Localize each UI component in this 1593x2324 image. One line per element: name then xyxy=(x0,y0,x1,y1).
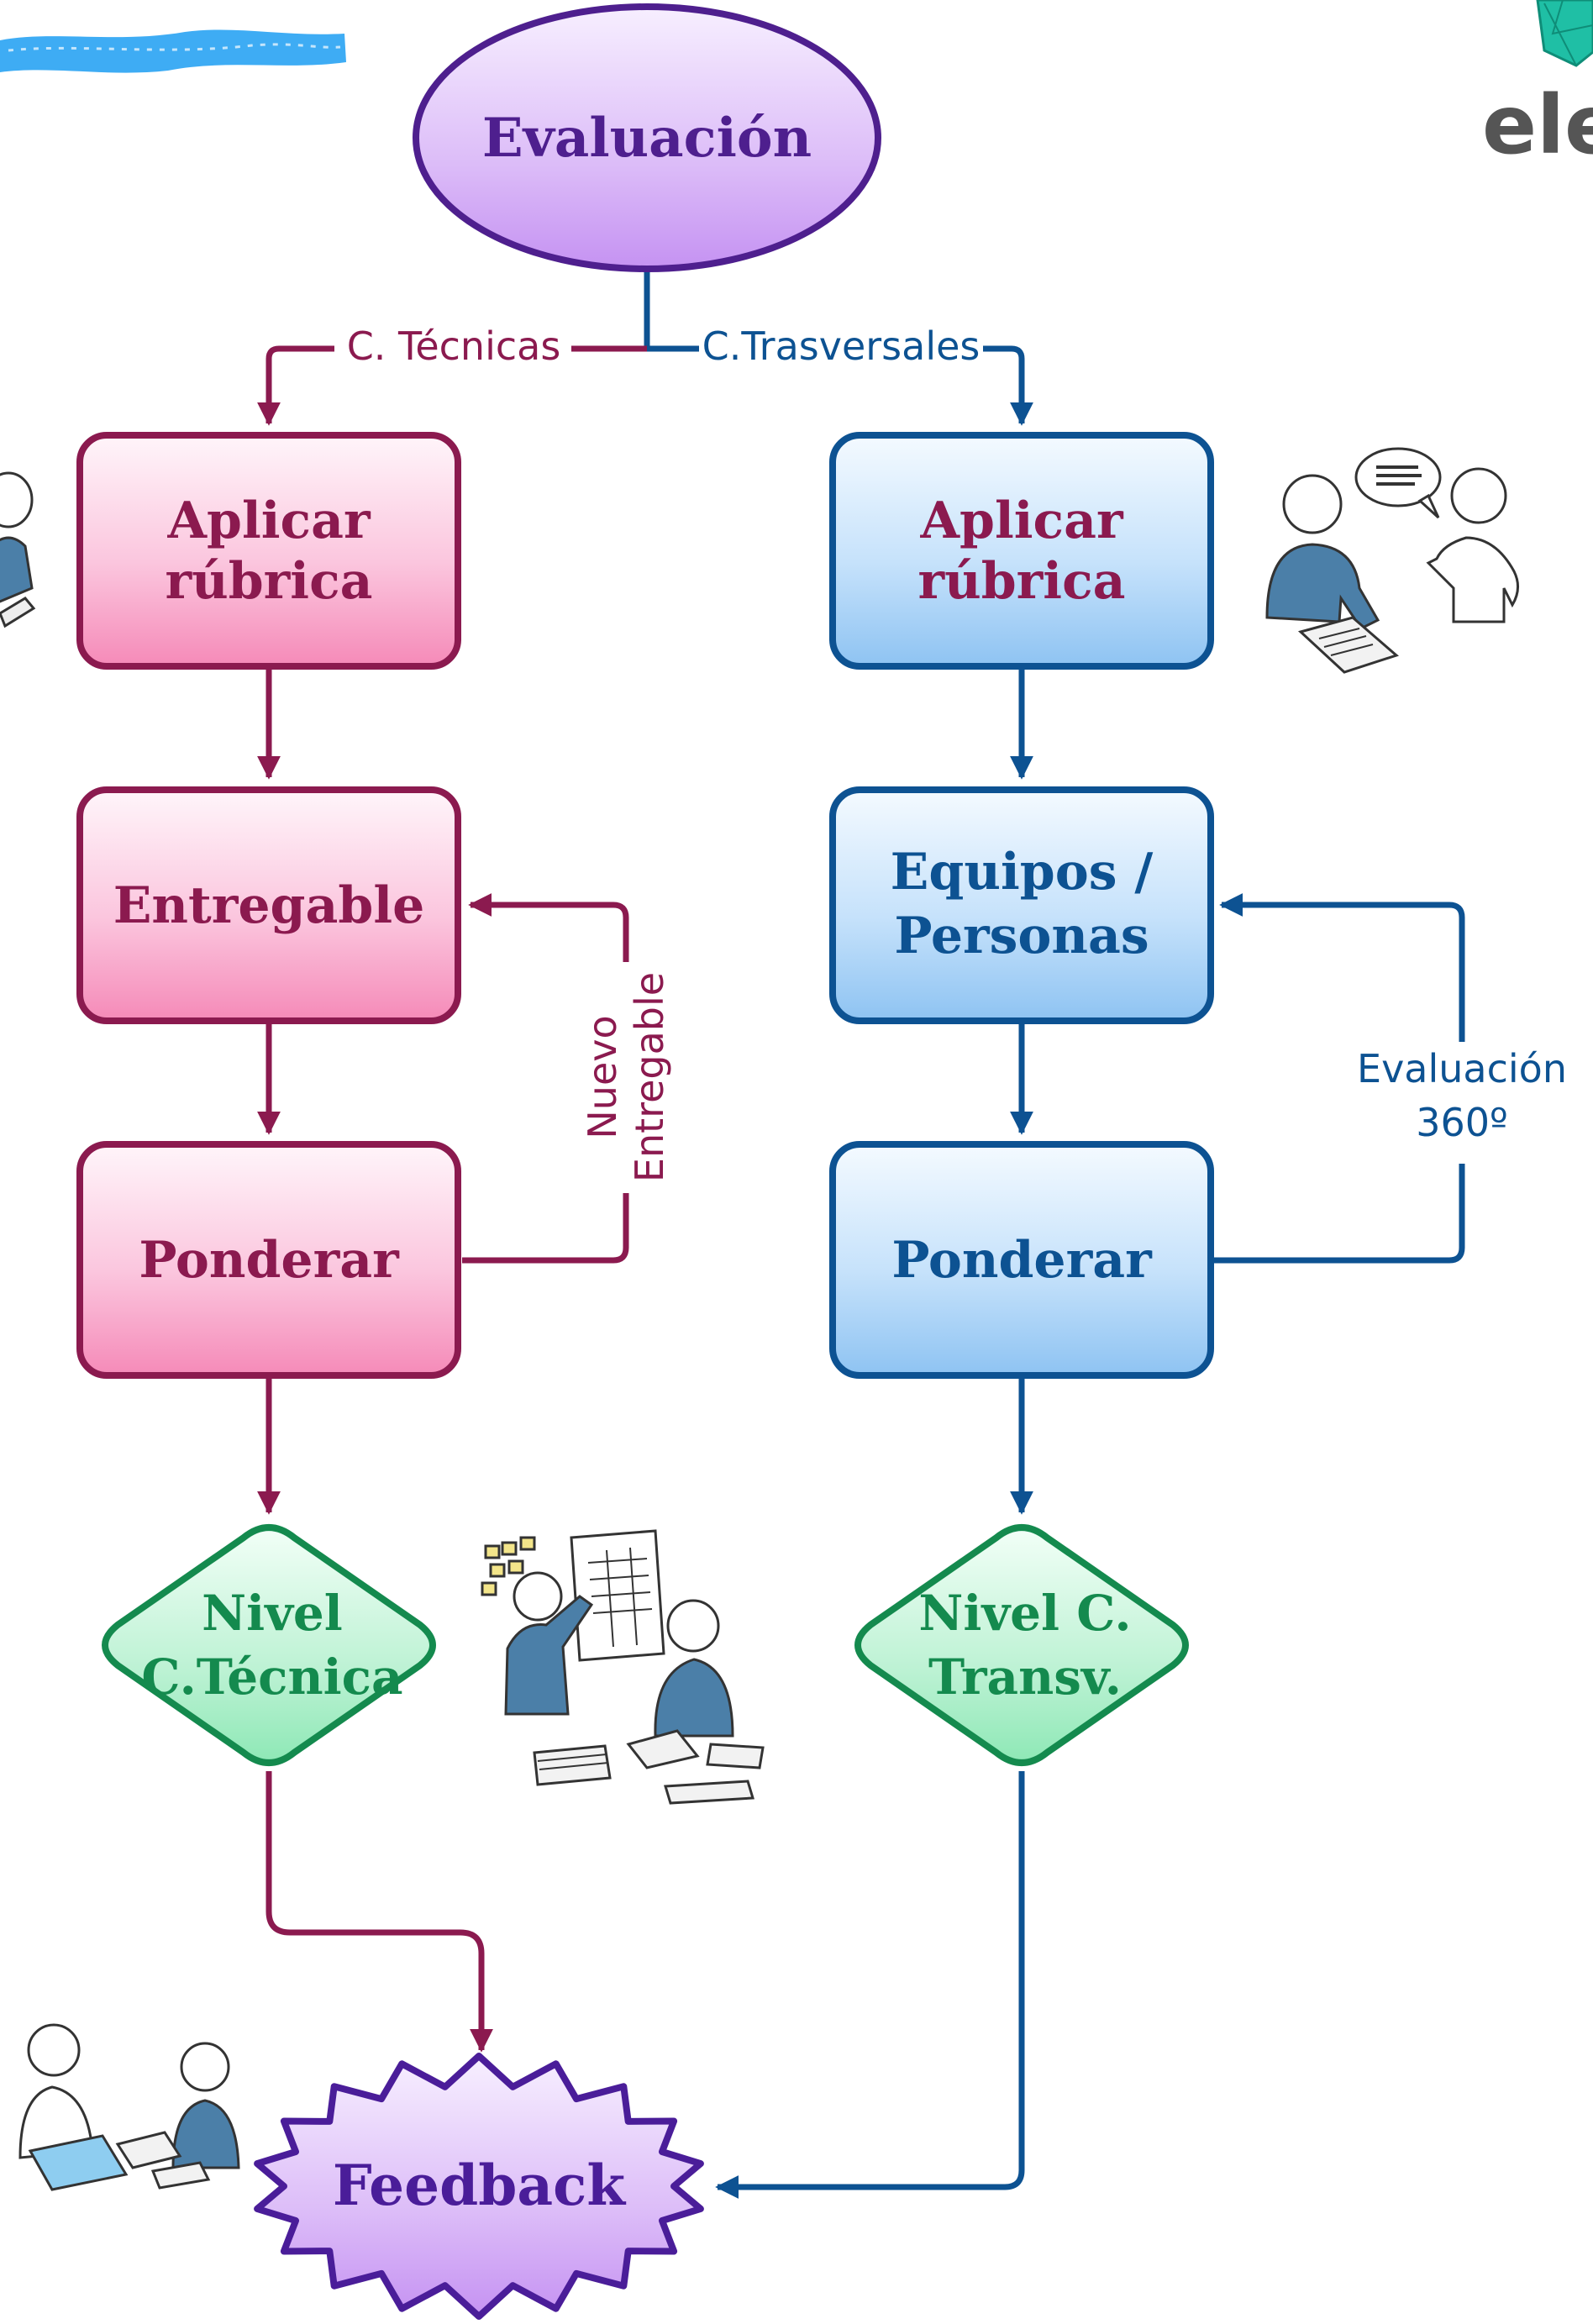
node-nivel-tra-label-2: Transv. xyxy=(928,1648,1122,1706)
node-tra-equipos-personas-shape xyxy=(829,786,1214,1024)
tablet-review-illustration-shape-6 xyxy=(115,2131,182,2169)
node-tec-aplicar-rubrica-shape xyxy=(76,432,461,670)
node-evaluacion: Evaluación xyxy=(413,3,881,272)
node-tra-rubrica-label: rúbrica xyxy=(917,552,1125,611)
node-tra-personas-label: Personas xyxy=(894,907,1149,965)
node-nivel-c-transv: Nivel C. Transv. xyxy=(854,1524,1189,1766)
node-tec-entregable: Entregable xyxy=(76,786,461,1024)
edge-label-360: 360º xyxy=(1416,1100,1507,1145)
people-discussion-illustration-shape-4 xyxy=(1318,628,1374,656)
people-discussion-illustration-shape-5 xyxy=(1450,467,1507,524)
node-nivel-tec-label-1: Nivel xyxy=(202,1585,343,1642)
node-tec-aplicar-rubrica: Aplicar rúbrica xyxy=(76,432,461,670)
tablet-review-illustration-shape-3 xyxy=(180,2042,230,2092)
logo-gem-facets xyxy=(1543,0,1593,66)
edge-label-nuevo: Nuevo xyxy=(580,1015,625,1138)
node-tra-ponderar-label: Ponderar xyxy=(891,1231,1153,1290)
edge-tecnicas xyxy=(269,345,647,423)
presentation-illustration-shape-3 xyxy=(519,1536,536,1551)
node-tra-aplicar-rubrica: Aplicar rúbrica xyxy=(829,432,1214,670)
node-tra-equipos-label: Equipos / xyxy=(891,843,1154,902)
node-nivel-tec-label-2: C.Técnica xyxy=(141,1648,402,1706)
person-illustration-left-edge-shape xyxy=(0,471,34,528)
edge-tec-nivel-feedback xyxy=(266,1771,493,2053)
presentation-illustration-shape-13 xyxy=(533,1744,612,1786)
tablet-review-illustration-shape xyxy=(27,2023,81,2077)
tablet-review-illustration xyxy=(18,2023,240,2191)
brush-stroke-decoration xyxy=(0,29,346,73)
edge-label-evaluacion: Evaluación xyxy=(1357,1046,1567,1091)
tablet-review-illustration-shape-4 xyxy=(171,2099,240,2169)
tablet-review-illustration-shape-5 xyxy=(28,2134,129,2191)
presentation-illustration-shape-15 xyxy=(626,1729,700,1769)
presentation-illustration-shape-14 xyxy=(537,1754,609,1770)
node-tec-ponderar: Ponderar xyxy=(76,1141,461,1379)
node-feedback-shape xyxy=(254,2053,704,2320)
node-tec-entregable-label: Entregable xyxy=(113,876,425,935)
node-feedback: Feedback xyxy=(254,2053,704,2320)
logo: ele xyxy=(1482,0,1593,172)
presentation-illustration-shape-6 xyxy=(481,1581,497,1596)
edge-trasversales xyxy=(647,345,1022,423)
presentation-illustration xyxy=(481,1529,765,1805)
presentation-illustration-shape-12 xyxy=(654,1658,734,1738)
people-discussion-illustration-shape-3 xyxy=(1297,616,1399,674)
people-discussion-illustration-shape-8 xyxy=(1417,493,1440,519)
presentation-illustration-shape-9 xyxy=(513,1571,563,1622)
edge-label-nuevo-entregable: Nuevo Entregable xyxy=(580,972,672,1182)
presentation-illustration-shape-2 xyxy=(501,1541,518,1556)
people-discussion-illustration-shape-2 xyxy=(1265,543,1380,630)
presentation-illustration-shape-10 xyxy=(504,1595,594,1716)
node-tra-equipos-personas: Equipos / Personas xyxy=(829,786,1214,1024)
edge-label-trasversales: C.Trasversales xyxy=(702,323,981,369)
logo-text: ele xyxy=(1482,78,1593,172)
node-tec-ponderar-label: Ponderar xyxy=(139,1231,400,1290)
node-evaluacion-label: Evaluación xyxy=(482,107,812,170)
edge-nuevo-entregable-loop xyxy=(462,905,629,1264)
presentation-illustration-shape-7 xyxy=(570,1529,665,1662)
presentation-illustration-shape xyxy=(484,1544,501,1559)
presentation-illustration-shape-5 xyxy=(507,1559,524,1575)
edge-label-entregable: Entregable xyxy=(627,972,672,1182)
person-illustration-left-edge-shape-2 xyxy=(0,536,34,603)
people-discussion-illustration-shape xyxy=(1282,474,1343,534)
person-illustration-left-edge-shape-3 xyxy=(0,597,36,628)
edge-label-tecnicas: C. Técnicas xyxy=(347,323,561,369)
people-discussion-illustration-shape-9 xyxy=(1376,465,1422,486)
node-nivel-c-transv-shape xyxy=(854,1524,1189,1766)
edge-tra-nivel-feedback xyxy=(715,1771,1025,2199)
node-nivel-c-tecnica-shape xyxy=(102,1524,436,1766)
node-evaluacion-shape xyxy=(413,3,881,272)
node-feedback-label: Feedback xyxy=(333,2153,626,2218)
node-nivel-tra-label-1: Nivel C. xyxy=(918,1585,1131,1642)
presentation-illustration-shape-4 xyxy=(489,1563,506,1578)
people-discussion-illustration xyxy=(1265,447,1519,674)
node-tra-ponderar-shape xyxy=(829,1141,1214,1379)
presentation-illustration-shape-8 xyxy=(587,1547,653,1648)
logo-gem-icon xyxy=(1536,0,1593,67)
people-discussion-illustration-shape-6 xyxy=(1426,536,1519,623)
node-nivel-c-tecnica: Nivel C.Técnica xyxy=(102,1524,436,1766)
node-tra-aplicar-rubrica-shape xyxy=(829,432,1214,670)
node-tra-aplicar-label: Aplicar xyxy=(919,492,1124,550)
tablet-review-illustration-shape-7 xyxy=(150,2161,211,2190)
person-illustration-left-edge xyxy=(0,471,36,628)
node-tec-entregable-shape xyxy=(76,786,461,1024)
presentation-illustration-shape-11 xyxy=(666,1599,720,1653)
node-tra-ponderar: Ponderar xyxy=(829,1141,1214,1379)
brush-stroke-texture xyxy=(8,43,341,52)
node-tec-aplicar-label: Aplicar xyxy=(166,492,371,550)
node-tec-rubrica-label: rúbrica xyxy=(165,552,372,611)
tablet-review-illustration-shape-2 xyxy=(18,2085,94,2159)
node-tec-ponderar-shape xyxy=(76,1141,461,1379)
presentation-illustration-shape-16 xyxy=(706,1743,765,1769)
edge-evaluacion360-loop xyxy=(1214,905,1465,1264)
presentation-illustration-shape-17 xyxy=(664,1780,754,1805)
